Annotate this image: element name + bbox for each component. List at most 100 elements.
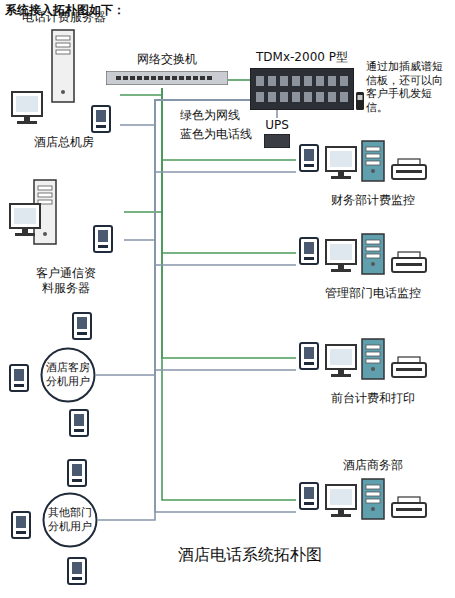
circle-node: 其他部门分机用户 bbox=[42, 492, 98, 548]
printer-icon bbox=[396, 368, 422, 371]
station-node: 管理部门电话监控 bbox=[296, 233, 450, 301]
node-label: 酒店商务部 bbox=[343, 458, 403, 473]
node-label: UPS bbox=[265, 118, 289, 133]
switch-port bbox=[144, 76, 149, 80]
tdm-slot bbox=[340, 76, 348, 86]
monitor-icon bbox=[330, 151, 352, 167]
node-label: 酒店总机房 bbox=[34, 135, 94, 150]
switch-port bbox=[123, 76, 128, 80]
monitor-icon bbox=[14, 208, 36, 224]
node-label: 网络交换机 bbox=[137, 52, 197, 67]
node-label: 前台计费和打印 bbox=[331, 391, 415, 406]
switch-port bbox=[200, 76, 205, 80]
monitor-icon bbox=[17, 121, 37, 124]
phone-icon bbox=[16, 516, 26, 528]
printer-icon bbox=[392, 165, 426, 179]
tdm-slot bbox=[316, 76, 324, 86]
phone-icon bbox=[96, 110, 106, 122]
phone-icon bbox=[68, 558, 86, 584]
phone-icon bbox=[300, 483, 318, 509]
phone-icon bbox=[300, 343, 318, 369]
monitor-icon bbox=[338, 509, 344, 514]
phone-icon bbox=[74, 429, 84, 432]
phone-icon bbox=[304, 362, 314, 365]
phone-icon bbox=[16, 531, 26, 534]
server-icon bbox=[366, 240, 380, 244]
server-icon bbox=[362, 479, 384, 519]
monitor-icon bbox=[331, 176, 351, 179]
monitor-icon bbox=[326, 345, 356, 369]
switch-port bbox=[179, 76, 184, 80]
switch-port bbox=[193, 76, 198, 80]
server-icon bbox=[366, 492, 380, 496]
server-icon bbox=[38, 186, 52, 190]
monitor-icon bbox=[330, 244, 352, 260]
phone-line bbox=[155, 100, 296, 172]
group-node: 电话计费服务器酒店总机房 bbox=[8, 10, 120, 150]
ups-box bbox=[264, 134, 290, 148]
phone-icon bbox=[304, 242, 314, 254]
switch-port bbox=[207, 76, 212, 80]
tdm-slot bbox=[256, 76, 264, 86]
monitor-icon bbox=[331, 269, 351, 272]
phone-icon bbox=[72, 464, 82, 476]
server-icon bbox=[366, 359, 380, 363]
phone-icon bbox=[77, 332, 87, 335]
server-icon bbox=[366, 254, 380, 258]
phone-icon bbox=[94, 226, 112, 252]
network-line bbox=[124, 88, 162, 212]
station-node: 财务部计费监控 bbox=[296, 140, 450, 208]
server-icon bbox=[371, 507, 375, 511]
tdm-cabinet bbox=[250, 68, 354, 110]
server-icon bbox=[366, 161, 380, 165]
tdm-slot bbox=[280, 76, 288, 86]
phone-icon bbox=[72, 562, 82, 574]
phone-icon bbox=[70, 410, 88, 436]
node-label: 电话计费服务器 bbox=[22, 10, 106, 25]
node-label: TDMx-2000 P型 bbox=[256, 50, 348, 65]
node-label: 管理部门电话监控 bbox=[325, 286, 421, 301]
tdm-cabinet bbox=[250, 68, 354, 110]
mobile-icon bbox=[356, 92, 364, 110]
phone-icon bbox=[304, 487, 314, 499]
network-line bbox=[228, 79, 250, 81]
monitor-icon bbox=[326, 147, 356, 171]
phone-icon bbox=[74, 414, 84, 426]
phone-icon bbox=[98, 230, 108, 242]
monitor-icon bbox=[338, 171, 344, 176]
server-icon bbox=[366, 345, 380, 349]
station-node: 前台计费和打印 bbox=[296, 338, 450, 406]
tdm-slot bbox=[304, 76, 312, 86]
monitor-icon bbox=[22, 228, 28, 233]
phone-icon bbox=[300, 238, 318, 264]
phone-icon bbox=[304, 257, 314, 260]
printer-icon bbox=[396, 263, 422, 266]
switch-node: 网络交换机 bbox=[106, 52, 228, 88]
monitor-icon bbox=[16, 96, 38, 112]
phone-line bbox=[276, 110, 278, 118]
phone-icon bbox=[304, 347, 314, 359]
monitor-icon bbox=[330, 489, 352, 505]
switch-port bbox=[116, 76, 121, 80]
phone-icon bbox=[304, 149, 314, 161]
server-icon bbox=[43, 232, 47, 236]
group-node: 客户通信资料服务器 bbox=[8, 176, 124, 296]
tdm-slot bbox=[340, 92, 348, 102]
monitor-icon bbox=[326, 485, 356, 509]
tdm-slot bbox=[328, 76, 336, 86]
printer-icon bbox=[392, 503, 426, 517]
phone-icon bbox=[304, 502, 314, 505]
server-icon bbox=[38, 193, 52, 197]
printer-icon bbox=[396, 170, 422, 173]
phone-icon bbox=[12, 512, 30, 538]
phone-line bbox=[124, 100, 250, 240]
phone-icon bbox=[92, 106, 110, 132]
node-label: 酒店客房分机用户 bbox=[45, 361, 91, 389]
phone-icon bbox=[77, 317, 87, 329]
phone-icon bbox=[72, 479, 82, 482]
switch-port bbox=[137, 76, 142, 80]
phone-icon bbox=[10, 365, 28, 391]
note-text: 通过加插威谱短信板，还可以向客户手机发短信。 bbox=[366, 60, 452, 115]
switch-port bbox=[172, 76, 177, 80]
server-icon bbox=[362, 141, 384, 181]
